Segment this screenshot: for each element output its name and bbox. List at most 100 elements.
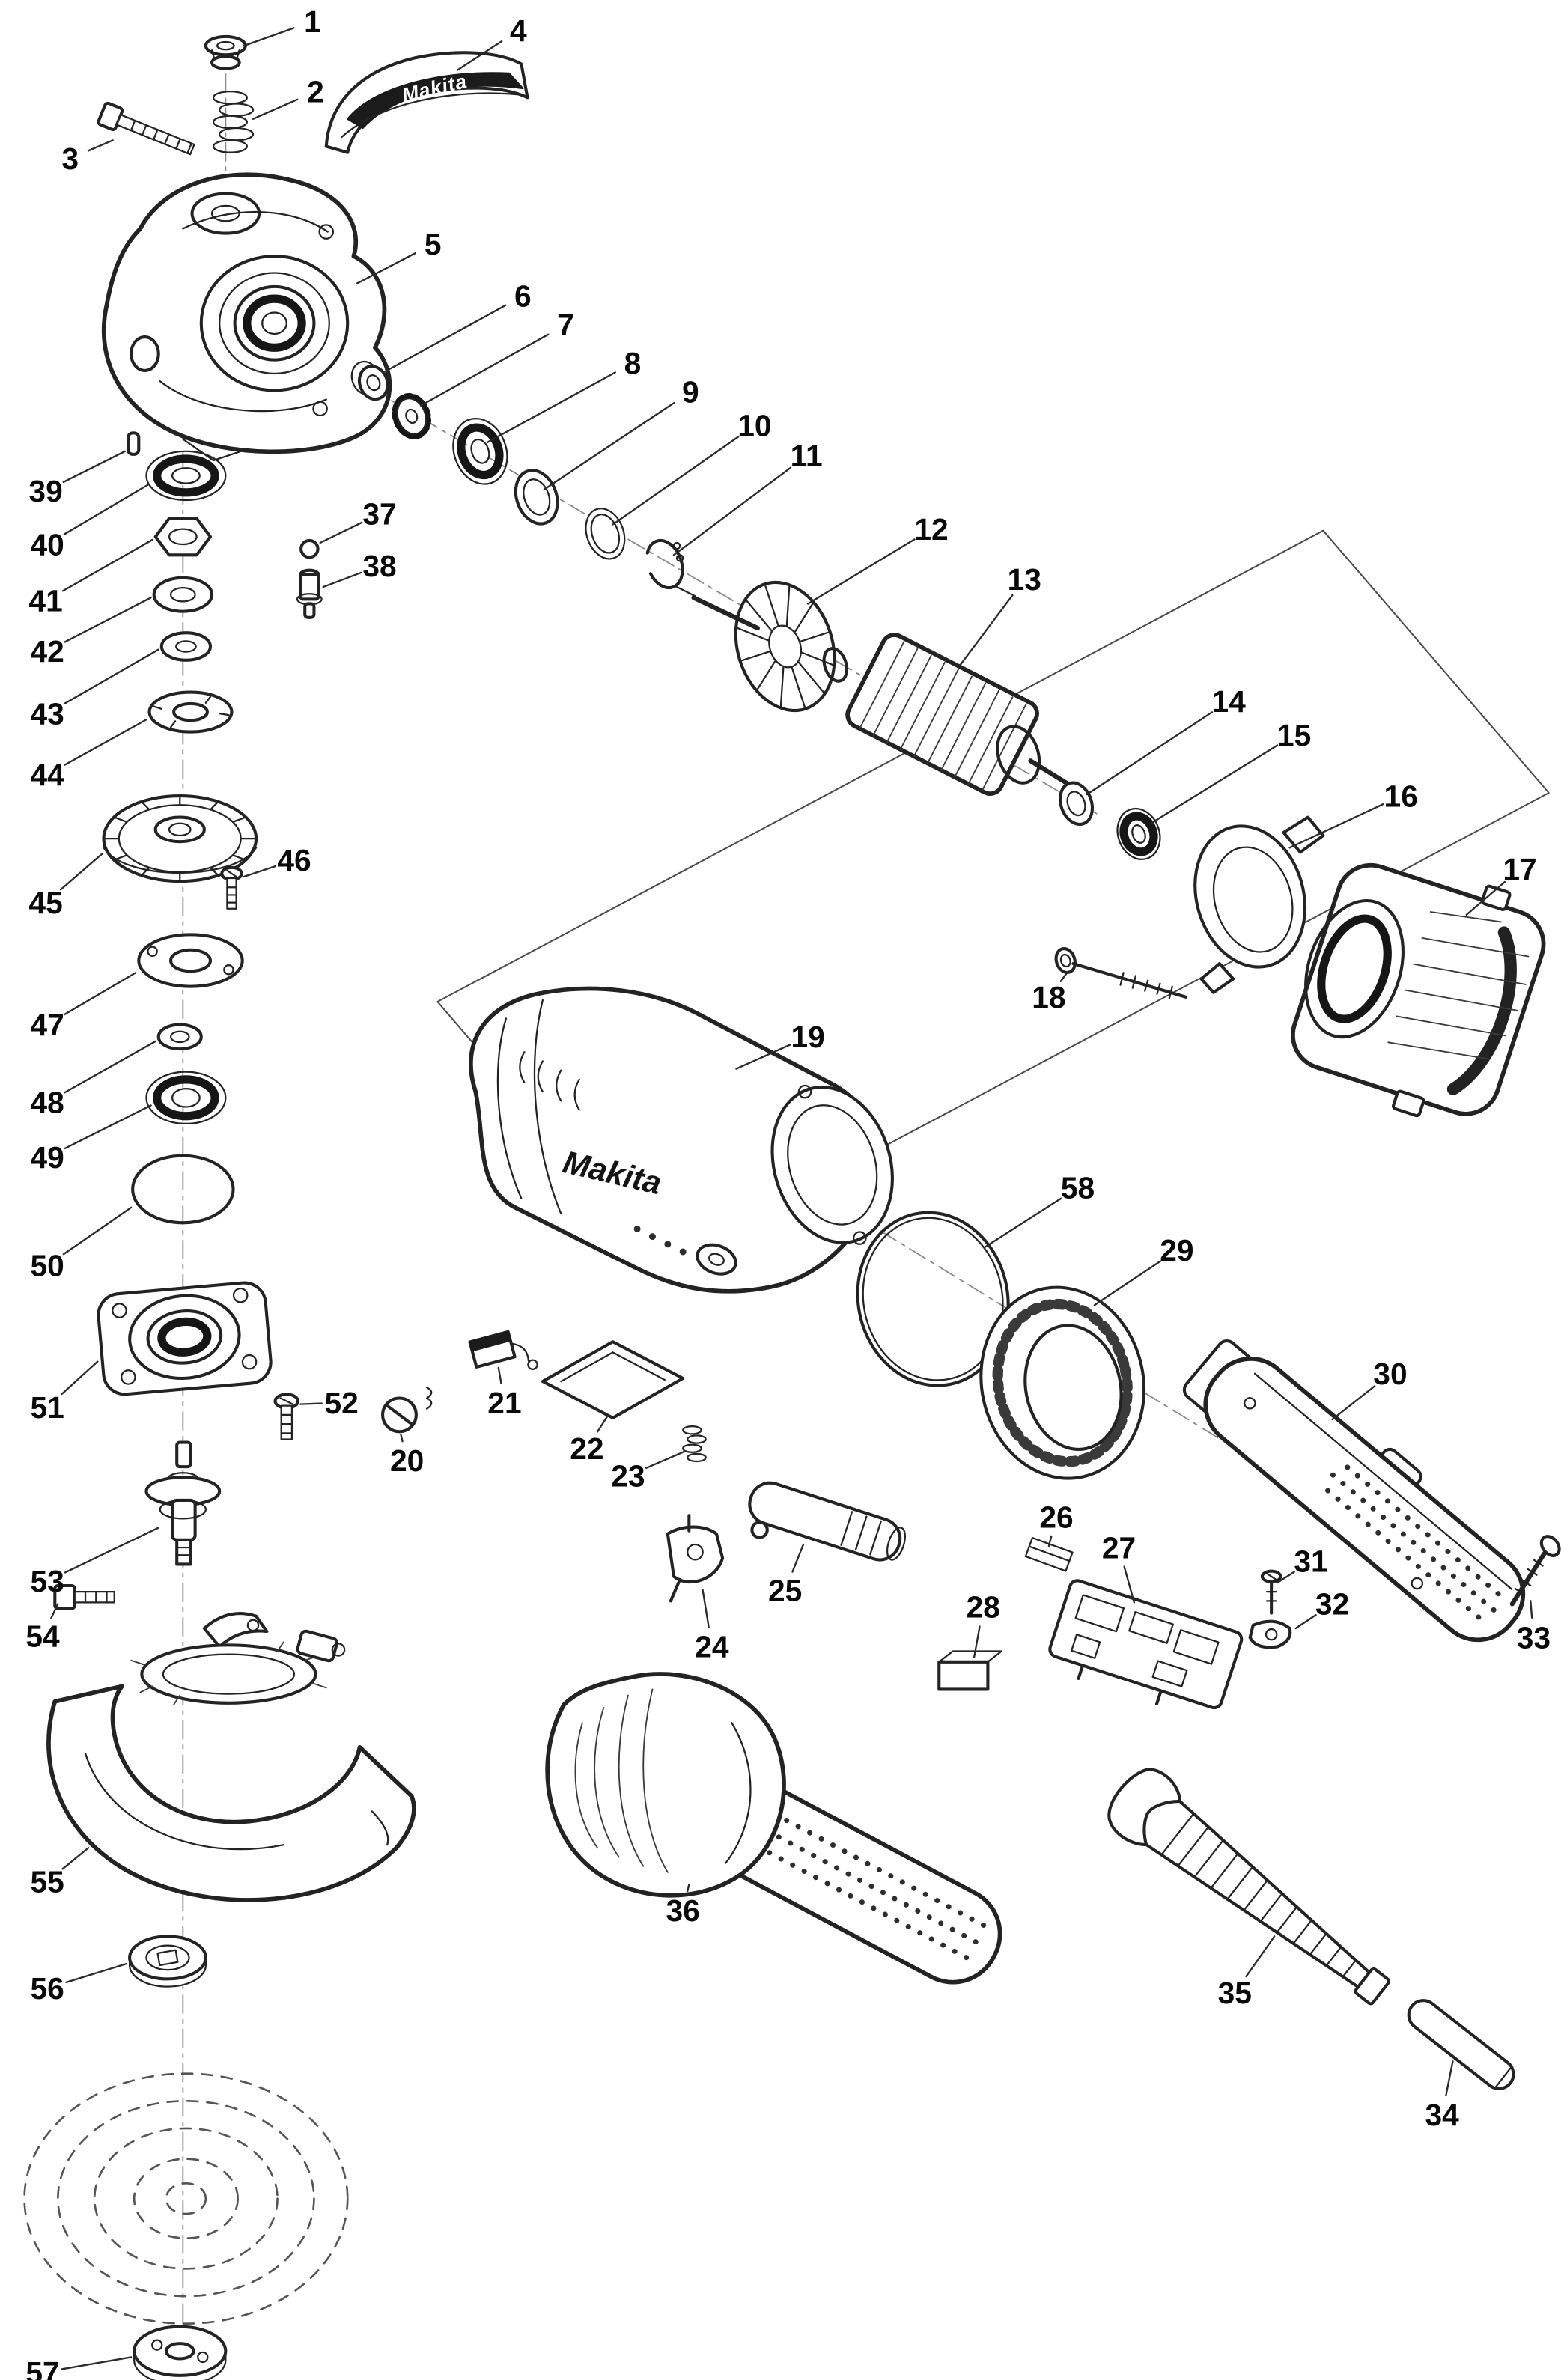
callout-51: 51: [30, 1390, 64, 1425]
leader-line-1: [243, 27, 295, 47]
part-15-ball-bearing: [1116, 807, 1161, 860]
leader-line-21: [497, 1366, 502, 1384]
part-30-handle-upper: [1182, 1339, 1526, 1643]
leader-line-19: [735, 1044, 791, 1070]
part-24-lever: [666, 1514, 725, 1603]
leader-line-41: [61, 538, 153, 592]
callout-30: 30: [1373, 1357, 1407, 1391]
part-1-cap: [204, 34, 247, 70]
leader-line-45: [59, 853, 103, 891]
leader-line-46: [243, 865, 277, 878]
part-57-lock-nut: [133, 2325, 228, 2380]
leader-line-25: [791, 1543, 805, 1573]
part-46-screw: [220, 865, 243, 910]
leader-line-34: [1445, 2060, 1454, 2096]
part-25-slide-bar: [748, 1481, 906, 1562]
part-17-field-stator: [1291, 862, 1546, 1118]
callout-34: 34: [1425, 2098, 1460, 2132]
callout-12: 12: [914, 512, 948, 547]
part-55-wheel-guard: [46, 1629, 416, 1902]
callout-57: 57: [25, 2355, 59, 2380]
leader-line-23: [645, 1450, 686, 1470]
part-37-ball: [299, 538, 320, 559]
leader-line-5: [356, 252, 416, 284]
part-53-spindle: [144, 1440, 222, 1566]
callout-11: 11: [791, 439, 823, 473]
leader-line-14: [1086, 711, 1214, 796]
leader-line-42: [64, 597, 152, 643]
callout-18: 18: [1032, 980, 1065, 1014]
grinding-wheel-dashed: [23, 2072, 349, 2325]
leader-line-28: [973, 1625, 981, 1658]
callout-40: 40: [30, 527, 64, 561]
leader-line-32: [1294, 1613, 1317, 1630]
part-20-brush-cap: [381, 1387, 433, 1434]
leader-line-4: [456, 40, 503, 71]
leader-line-56: [65, 1962, 128, 1984]
callout-42: 42: [30, 634, 64, 669]
leader-line-53: [64, 1527, 159, 1574]
part-56-inner-flange: [128, 1935, 207, 1988]
part-21-carbon-brush: [468, 1330, 538, 1370]
callout-2: 2: [307, 74, 324, 109]
part-51-bearing-box: [97, 1281, 273, 1396]
callout-1: 1: [304, 4, 321, 39]
callout-50: 50: [30, 1249, 64, 1283]
part-58-o-ring: [856, 1211, 1010, 1387]
leader-line-30: [1331, 1385, 1376, 1421]
leader-line-20: [400, 1434, 404, 1443]
leader-line-11: [672, 466, 792, 556]
part-33-screw: [1509, 1535, 1561, 1607]
callout-9: 9: [682, 375, 699, 410]
callout-55: 55: [30, 1864, 64, 1899]
leader-line-33: [1530, 1600, 1533, 1619]
leader-line-10: [612, 436, 740, 526]
leader-line-47: [63, 972, 137, 1016]
leader-line-15: [1150, 744, 1279, 824]
part-52-screw: [273, 1393, 300, 1440]
callout-52: 52: [324, 1386, 358, 1420]
leader-line-27: [1123, 1565, 1136, 1604]
part-29-collar-ring: [979, 1285, 1146, 1480]
leader-line-2: [252, 98, 299, 121]
callout-31: 31: [1294, 1544, 1327, 1579]
leader-line-48: [64, 1040, 156, 1094]
part-43-washer: [159, 631, 213, 662]
part-3-screw: [97, 101, 195, 156]
part-18-screw: [1054, 947, 1188, 1000]
leader-line-58: [984, 1197, 1062, 1249]
leader-line-12: [806, 538, 916, 605]
callout-32: 32: [1315, 1587, 1349, 1622]
callout-37: 37: [362, 497, 396, 532]
leader-line-38: [322, 571, 362, 588]
callout-39: 39: [28, 474, 62, 508]
leader-line-35: [1245, 1935, 1276, 1978]
leader-line-40: [63, 484, 149, 535]
callout-10: 10: [737, 408, 771, 442]
part-5-gear-housing: [101, 172, 392, 462]
part-23-spring: [682, 1425, 707, 1463]
callout-21: 21: [487, 1386, 521, 1420]
leader-line-7: [419, 333, 550, 407]
callout-24: 24: [695, 1630, 729, 1664]
leader-line-13: [959, 594, 1014, 666]
part-19-motor-housing: Makita: [469, 986, 894, 1294]
part-41-locknut: [153, 517, 213, 557]
part-9-ring: [514, 469, 559, 526]
callout-45: 45: [28, 886, 62, 920]
part-22-plate: [541, 1340, 685, 1419]
part-49-bearing: [145, 1071, 227, 1125]
leader-line-36: [687, 1883, 690, 1893]
callout-15: 15: [1277, 718, 1311, 752]
leader-line-49: [64, 1104, 152, 1150]
callout-46: 46: [277, 843, 311, 877]
callout-48: 48: [30, 1086, 64, 1120]
leader-line-37: [319, 521, 363, 544]
leader-line-50: [62, 1206, 133, 1256]
leader-line-3: [87, 139, 114, 152]
part-27-switch: [1048, 1579, 1244, 1710]
callout-16: 16: [1384, 779, 1418, 813]
leader-line-8: [487, 371, 616, 443]
part-13-armature: [675, 585, 1092, 800]
